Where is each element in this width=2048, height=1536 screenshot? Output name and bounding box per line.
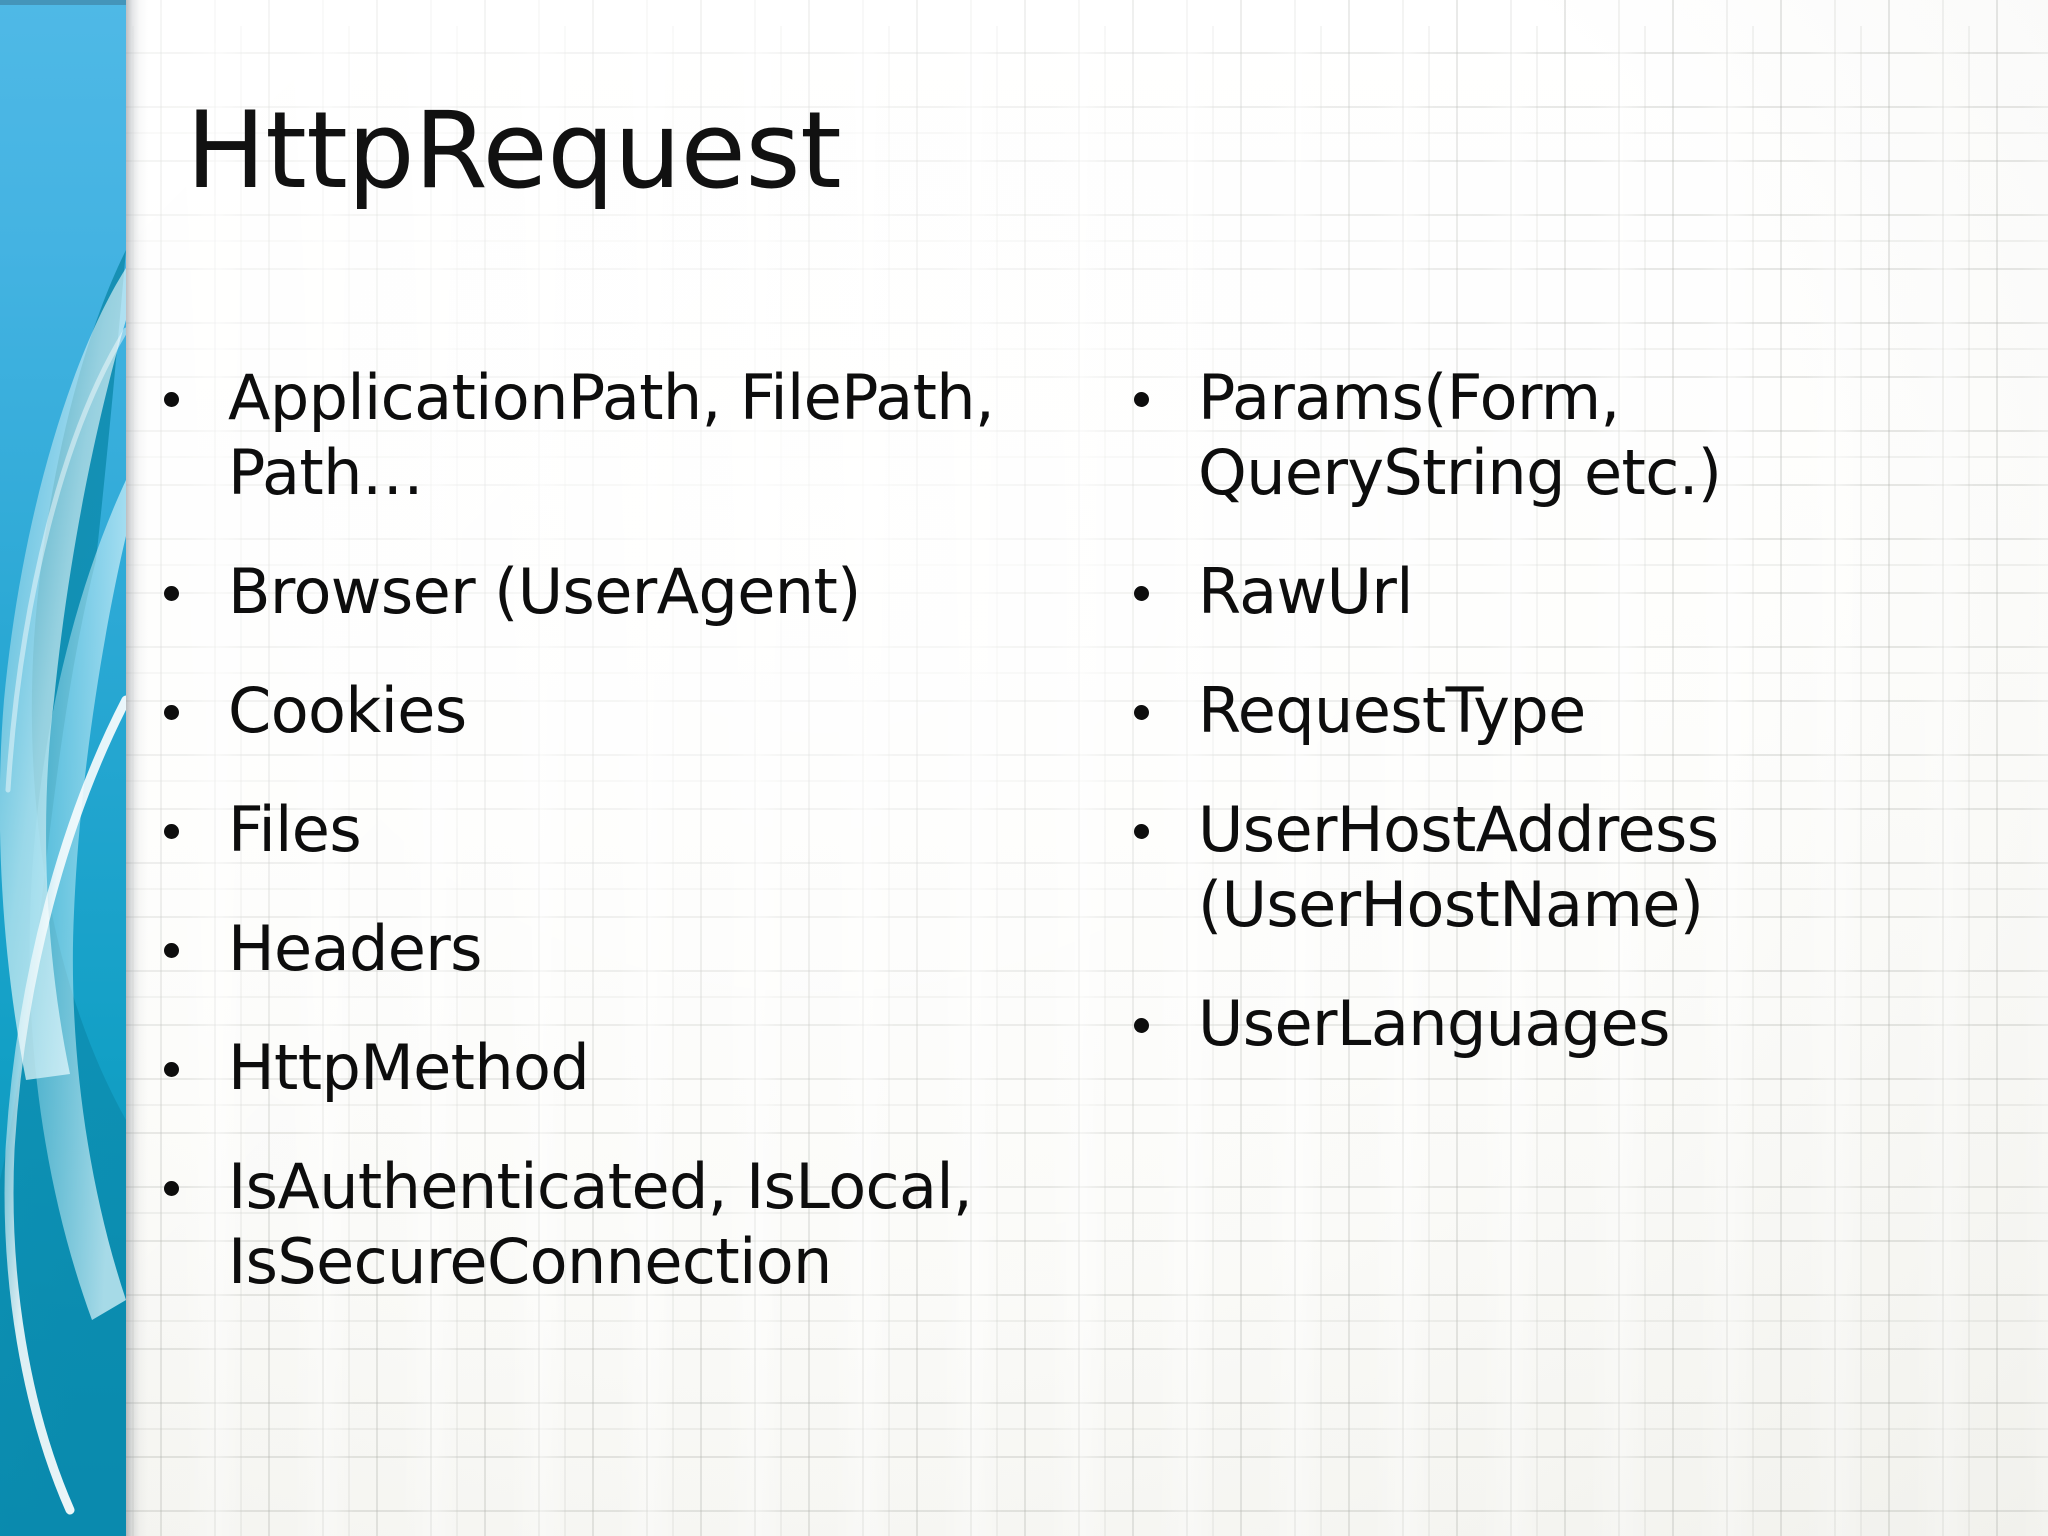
list-item: Files — [150, 792, 1010, 867]
list-item: RawUrl — [1120, 554, 1980, 629]
list-item: Params(Form, QueryString etc.) — [1120, 360, 1980, 510]
list-item: RequestType — [1120, 673, 1980, 748]
slide-body: ApplicationPath, FilePath, Path… Browser… — [150, 360, 2000, 1299]
list-item: UserLanguages — [1120, 986, 1980, 1061]
band-swoosh-artwork — [0, 250, 126, 1536]
list-item: ApplicationPath, FilePath, Path… — [150, 360, 1010, 510]
list-item: HttpMethod — [150, 1030, 1010, 1105]
list-item: Headers — [150, 911, 1010, 986]
list-item: UserHostAddress (UserHostName) — [1120, 792, 1980, 942]
slide-title: HttpRequest — [186, 89, 842, 212]
decorative-blue-band — [0, 0, 126, 1536]
left-column: ApplicationPath, FilePath, Path… Browser… — [150, 360, 1010, 1299]
band-top-edge — [0, 0, 126, 5]
list-item: Browser (UserAgent) — [150, 554, 1010, 629]
list-item: Cookies — [150, 673, 1010, 748]
right-column: Params(Form, QueryString etc.) RawUrl Re… — [1120, 360, 1980, 1061]
right-bullet-list: Params(Form, QueryString etc.) RawUrl Re… — [1120, 360, 1980, 1061]
left-bullet-list: ApplicationPath, FilePath, Path… Browser… — [150, 360, 1010, 1299]
list-item: IsAuthenticated, IsLocal, IsSecureConnec… — [150, 1149, 1010, 1299]
band-drop-shadow — [126, 0, 148, 1536]
